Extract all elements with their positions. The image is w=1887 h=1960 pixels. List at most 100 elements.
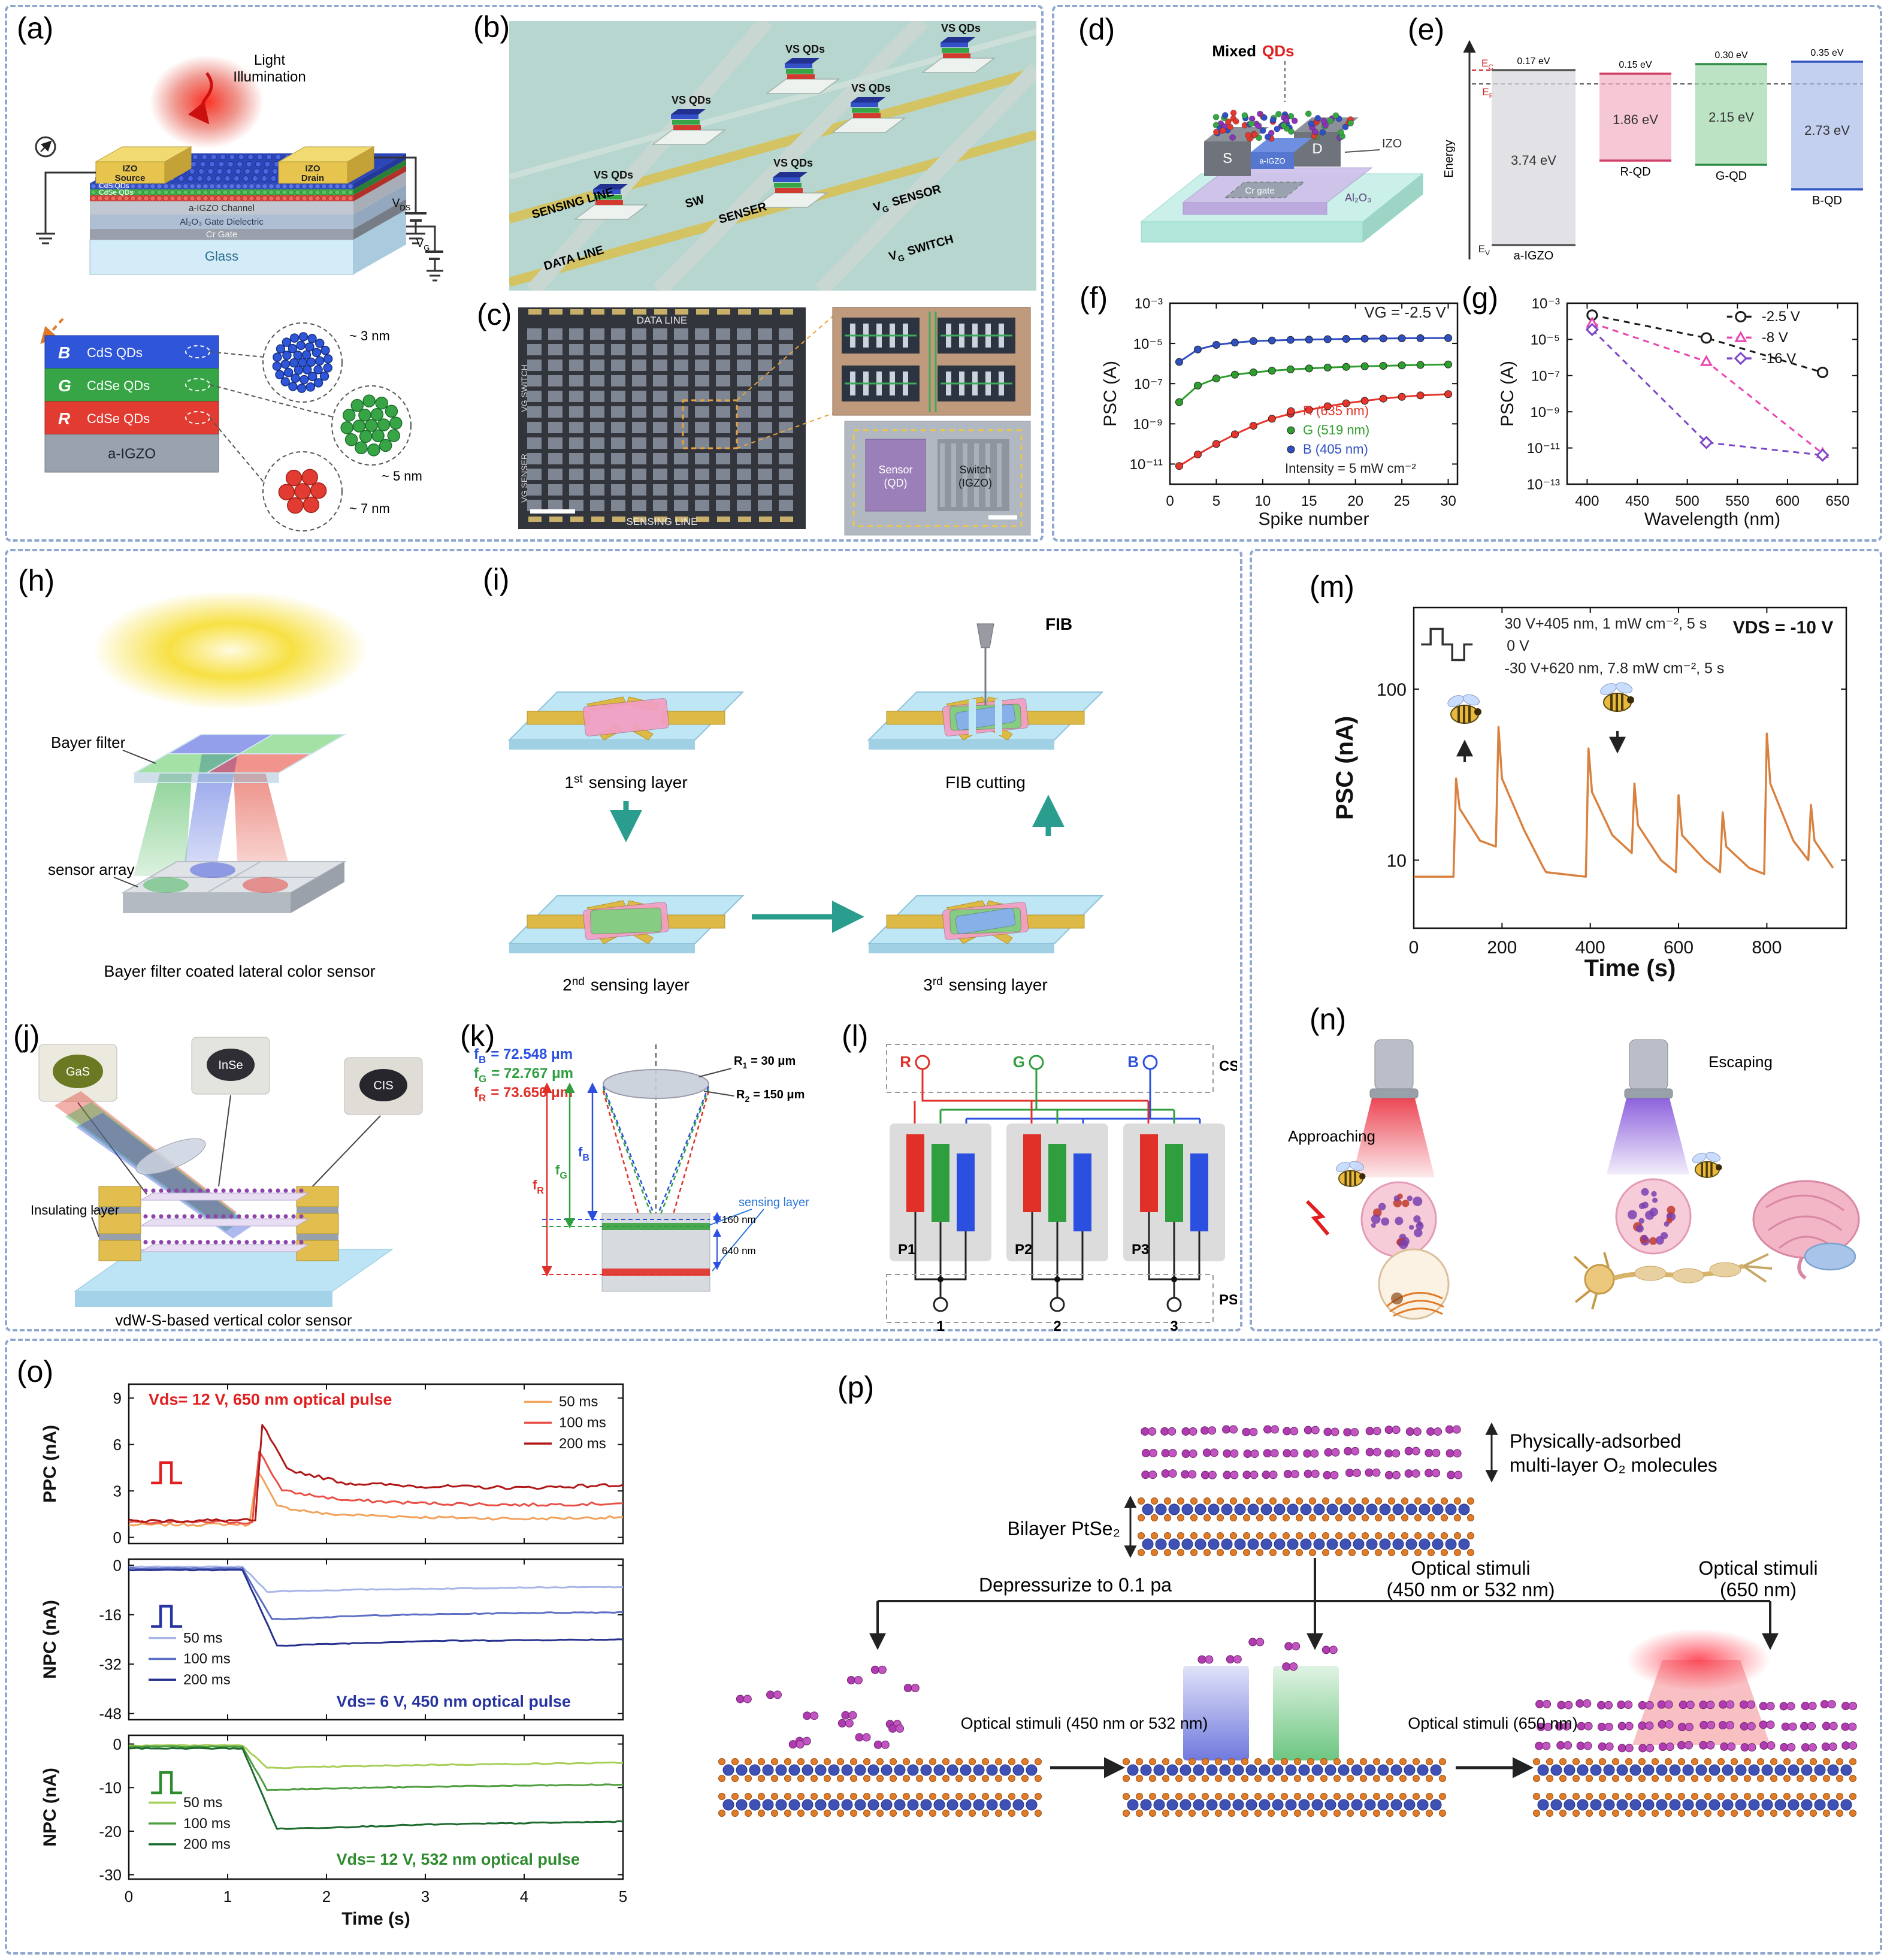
optical-inline-label-2: Optical stimuli (650 nm) xyxy=(1408,1714,1578,1732)
svg-text:3: 3 xyxy=(421,1887,430,1905)
izo-label: IZO xyxy=(1382,137,1402,150)
svg-text:100 ms: 100 ms xyxy=(183,1651,231,1667)
approaching-label: Approaching xyxy=(1288,1127,1375,1145)
svg-text:800: 800 xyxy=(1752,938,1782,958)
svg-text:VDS = -10 V: VDS = -10 V xyxy=(1733,618,1834,638)
top-structure xyxy=(1138,1425,1474,1556)
right-circuit: VDS VG xyxy=(374,156,443,282)
panel-c-chip-micrograph: DATA LINE SENSING LINE VG SWITCH VG SENS… xyxy=(518,307,1031,536)
panel-label-o: (o) xyxy=(17,1355,54,1388)
layer-r-letter: R xyxy=(58,409,71,428)
svg-text:10⁻⁹: 10⁻⁹ xyxy=(1530,404,1560,421)
svg-text:VS QDs: VS QDs xyxy=(672,94,711,106)
qd-sphere-cluster-green xyxy=(331,385,412,466)
bottom-right-structure xyxy=(1533,1629,1858,1817)
bottom-left-structure xyxy=(718,1665,1042,1817)
svg-text:30: 30 xyxy=(1440,493,1456,509)
panel-label-c: (c) xyxy=(477,298,512,331)
fb-arrow-label: fB xyxy=(578,1144,589,1163)
svg-text:PSC (A): PSC (A) xyxy=(1498,361,1517,427)
svg-text:-30: -30 xyxy=(99,1866,122,1884)
energy-axis-label: Energy xyxy=(1443,140,1456,177)
dielectric-label: Al₂O₃ Gate Dielectric xyxy=(180,217,264,227)
svg-text:B (405 nm): B (405 nm) xyxy=(1303,442,1368,457)
panel-label-i: (i) xyxy=(483,563,510,596)
ef-label: EF xyxy=(1482,86,1493,100)
svg-text:10⁻⁹: 10⁻⁹ xyxy=(1133,416,1163,433)
light-label-2: Illumination xyxy=(233,69,306,85)
ground-icon xyxy=(36,232,55,244)
fib-cutting-label: FIB cutting xyxy=(945,773,1026,792)
size-label-green: ~ 5 nm xyxy=(382,469,422,484)
panel-j-vdw-sensor: GaS InSe CIS Insulating layer vdW-S-base… xyxy=(31,1037,423,1329)
right-gold-pillar xyxy=(296,1186,339,1261)
mixed-qd-dots xyxy=(1212,110,1354,142)
gap-4: 2.73 eV xyxy=(1804,123,1850,138)
lens-icon xyxy=(603,1069,709,1099)
svg-text:0: 0 xyxy=(113,1529,122,1547)
inse-label: InSe xyxy=(218,1059,243,1072)
svg-text:6: 6 xyxy=(113,1436,122,1454)
dim-640nm: 640 nm xyxy=(722,1245,756,1257)
scale-bar xyxy=(530,509,575,514)
panel-n-vision-illustration: Approaching Escaping xyxy=(1288,1039,1860,1320)
svg-text:-8 V: -8 V xyxy=(1762,330,1788,346)
svg-text:10⁻⁷: 10⁻⁷ xyxy=(1134,376,1163,392)
sensor-array-slab xyxy=(120,861,347,913)
svg-text:R (635 nm): R (635 nm) xyxy=(1303,403,1369,418)
qd-sphere-cluster-blue xyxy=(262,322,343,403)
svg-text:5: 5 xyxy=(1212,493,1220,509)
depressurize-label: Depressurize to 0.1 pa xyxy=(979,1574,1172,1596)
svg-text:NPC (nA): NPC (nA) xyxy=(40,1600,60,1679)
photo-gas: GaS xyxy=(38,1044,117,1102)
lens-icon xyxy=(135,1138,206,1175)
group-box-mn xyxy=(1250,549,1882,1331)
light-label-1: Light xyxy=(254,52,285,68)
cds-label: CdS QDs xyxy=(99,182,129,190)
svg-text:0: 0 xyxy=(1409,938,1419,958)
band-name-1: a-IGZO xyxy=(1514,249,1554,262)
layer-b-letter: B xyxy=(58,343,70,362)
svg-text:VS QDs: VS QDs xyxy=(785,43,825,55)
panel-label-m: (m) xyxy=(1310,570,1354,603)
izo-drain-electrode: IZO Drain xyxy=(277,146,375,184)
qd-layer-stack: B CdS QDs G CdSe QDs R CdSe QDs a-IGZO xyxy=(44,335,334,485)
panel-p-ptse2-schematic: Physically-adsorbed multi-layer O₂ molec… xyxy=(718,1422,1858,1817)
zap-icon xyxy=(1305,1200,1330,1236)
b-terminal xyxy=(1142,1055,1158,1070)
ps-1-label: 1 xyxy=(936,1318,944,1333)
svg-text:NPC (nA): NPC (nA) xyxy=(40,1768,60,1847)
r1-label: R1= 30 μm xyxy=(734,1055,796,1070)
svg-text:-30 V+620 nm, 7.8 mW cm⁻², 5 s: -30 V+620 nm, 7.8 mW cm⁻², 5 s xyxy=(1505,660,1725,677)
vdw-caption: vdW-S-based vertical color sensor xyxy=(115,1311,352,1329)
izo-source-label-1: IZO xyxy=(123,164,138,174)
p1-label: P1 xyxy=(898,1242,915,1258)
sensor-array-label: sensor array xyxy=(48,860,135,878)
ps-region xyxy=(886,1274,1214,1323)
switch-igzo-label-1: Switch xyxy=(959,464,991,476)
svg-text:5: 5 xyxy=(619,1887,627,1905)
panel-k-focal-diagram: fB= 72.548 μm fG= 72.767 μm fR= 73.650 μ… xyxy=(474,1044,809,1292)
svg-text:3: 3 xyxy=(113,1482,122,1500)
svg-text:PSC (nA): PSC (nA) xyxy=(1332,716,1358,820)
gap-3: 2.15 eV xyxy=(1708,110,1754,125)
izo-source-electrode: IZO Source xyxy=(95,146,192,184)
svg-text:50 ms: 50 ms xyxy=(183,1630,222,1646)
svg-text:Time (s): Time (s) xyxy=(341,1909,410,1929)
fr-arrow-label: fR xyxy=(533,1177,544,1196)
fib-label: FIB xyxy=(1045,615,1072,633)
layer-b-name: CdS QDs xyxy=(87,345,143,360)
panel-h-bayer-filter: Bayer filter sensor array Bayer filter c… xyxy=(48,593,376,980)
svg-text:Vds= 12 V, 650 nm optical puls: Vds= 12 V, 650 nm optical pulse xyxy=(149,1391,392,1409)
fabrication-chips xyxy=(507,623,1104,953)
insulating-layer-label: Insulating layer xyxy=(31,1203,119,1218)
band-name-3: G-QD xyxy=(1716,170,1747,183)
svg-text:G (519 nm): G (519 nm) xyxy=(1303,422,1369,437)
r-terminal-label: R xyxy=(900,1053,911,1071)
